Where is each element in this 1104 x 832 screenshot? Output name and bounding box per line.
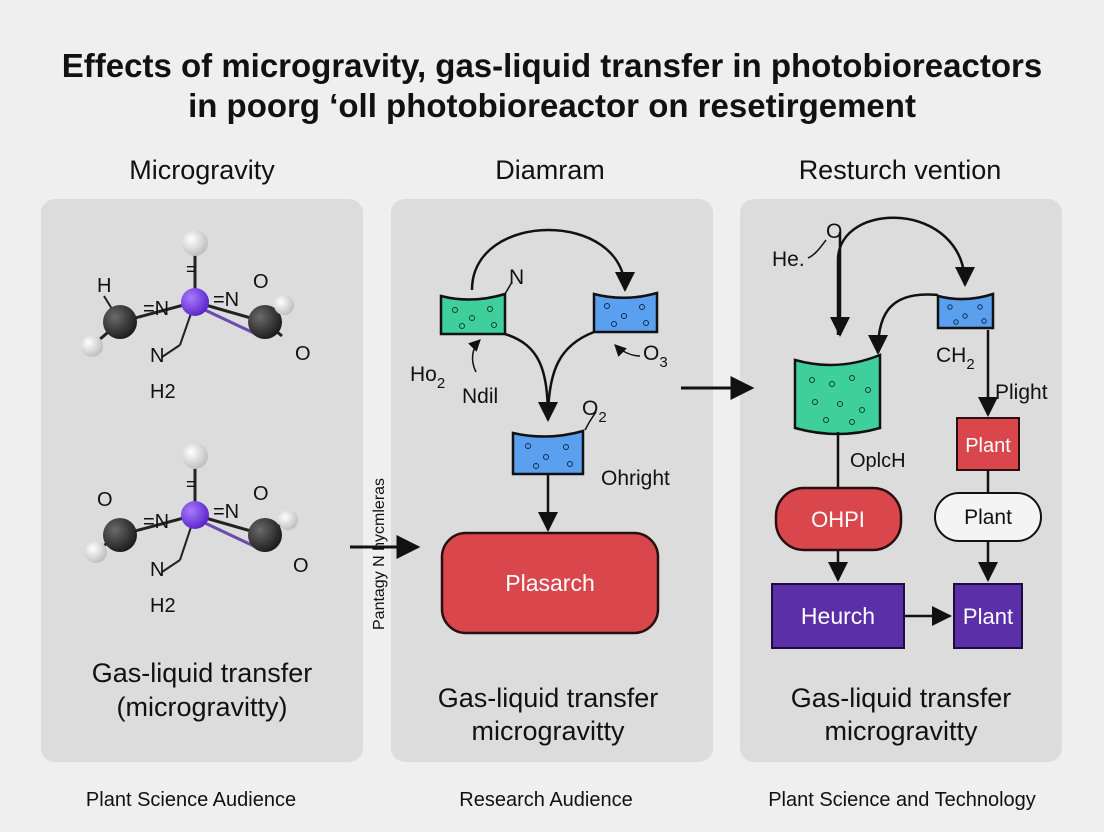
carbon-atom xyxy=(103,518,137,552)
connector-vertical-label: Pantagy N hycmleras xyxy=(371,478,388,630)
caption-microgravity-line2: (microgravitty) xyxy=(116,692,288,722)
nitrogen-atom xyxy=(181,501,209,529)
caption-diagram-line1: Gas-liquid transfer xyxy=(437,683,659,713)
plant-purple-label: Plant xyxy=(963,604,1013,629)
label-o: O xyxy=(826,220,842,243)
column-heading-diagram: Diamram xyxy=(495,155,605,185)
bond-label: = xyxy=(186,259,197,279)
label-ohright: Ohright xyxy=(601,467,670,490)
heurch-label: Heurch xyxy=(801,603,875,629)
heurch-box xyxy=(771,583,905,649)
label-o2: O2 xyxy=(582,397,607,426)
plasarch-box xyxy=(440,531,660,635)
hydrogen-atom xyxy=(81,335,103,357)
hydrogen-atom xyxy=(85,541,107,563)
hydrogen-atom xyxy=(182,230,208,256)
atom-label: =N xyxy=(143,298,169,320)
label-ch2: CH2 xyxy=(936,344,975,373)
label-heo: He. xyxy=(772,248,805,271)
caption-microgravity-line1: Gas-liquid transfer xyxy=(91,658,313,688)
plant-red-box xyxy=(956,417,1020,471)
atom-label: H2 xyxy=(150,381,176,403)
label-n: N xyxy=(509,266,524,289)
hydrogen-atom xyxy=(182,443,208,469)
figure-title-line2: in poorg ʻoll photobioreactor on resetir… xyxy=(188,87,916,124)
carbon-atom xyxy=(248,518,282,552)
panel-research xyxy=(740,199,1062,762)
atom-label: O xyxy=(253,271,269,293)
atom-label: =N xyxy=(213,289,239,311)
caption-diagram-line2: microgravitty xyxy=(471,716,625,746)
audience-plant-science-technology: Plant Science and Technology xyxy=(768,789,1036,811)
plant-outline-label: Plant xyxy=(964,506,1012,529)
atom-label: H2 xyxy=(150,595,176,617)
plasarch-box-label: Plasarch xyxy=(505,570,594,596)
blue-liquid-container-research xyxy=(936,292,995,330)
diagram-flow: Plasarch N Ho2 Ndil O3 O2 Ohright xyxy=(410,228,670,635)
atom-label: N xyxy=(150,559,164,581)
bond-label: = xyxy=(186,474,197,494)
label-ho2: Ho2 xyxy=(410,363,445,392)
research-flow: Plant OHPI Plant Heurch Plant He. O CH2 … xyxy=(771,216,1048,649)
carbon-atom xyxy=(248,305,282,339)
audience-plant-science: Plant Science Audience xyxy=(85,789,297,811)
hydrogen-atom xyxy=(274,295,294,315)
caption-research-line2: microgravitty xyxy=(824,716,978,746)
atom-label: =N xyxy=(213,501,239,523)
atom-label: O xyxy=(97,489,113,511)
atom-label: H xyxy=(97,275,111,297)
connector-arrow-left: Pantagy N hycmleras xyxy=(350,478,421,630)
atom-label: N xyxy=(150,345,164,367)
column-heading-microgravity: Microgravity xyxy=(129,155,275,185)
molecule-bottom: O = =N =N O O N H2 xyxy=(85,443,309,617)
nitrogen-atom xyxy=(181,288,209,316)
column-heading-research: Resturch vention xyxy=(798,155,1002,185)
atom-label: =N xyxy=(143,511,169,533)
label-ndil: Ndil xyxy=(462,385,498,408)
figure-title-line1: Effects of microgravity, gas-liquid tran… xyxy=(61,47,1043,84)
atom-label: O xyxy=(253,483,269,505)
molecule-top: H = =N =N O O N H2 xyxy=(81,230,311,403)
label-o3: O3 xyxy=(643,342,668,371)
atom-label: O xyxy=(293,555,309,577)
plant-red-label: Plant xyxy=(965,435,1011,457)
panel-diagram xyxy=(391,199,713,762)
plant-purple-box xyxy=(953,583,1023,649)
carbon-atom xyxy=(103,305,137,339)
teal-liquid-reactor xyxy=(793,353,882,436)
teal-liquid-container xyxy=(439,292,507,336)
audience-research: Research Audience xyxy=(459,789,633,811)
blue-liquid-container-middle xyxy=(511,429,585,476)
label-plight: Plight xyxy=(995,381,1048,404)
caption-research-line1: Gas-liquid transfer xyxy=(790,683,1012,713)
blue-liquid-container-right xyxy=(592,291,659,334)
atom-label: O xyxy=(295,343,311,365)
label-oplch: OplcH xyxy=(850,450,906,472)
hydrogen-atom xyxy=(278,510,298,530)
ohpi-label: OHPI xyxy=(811,507,865,532)
